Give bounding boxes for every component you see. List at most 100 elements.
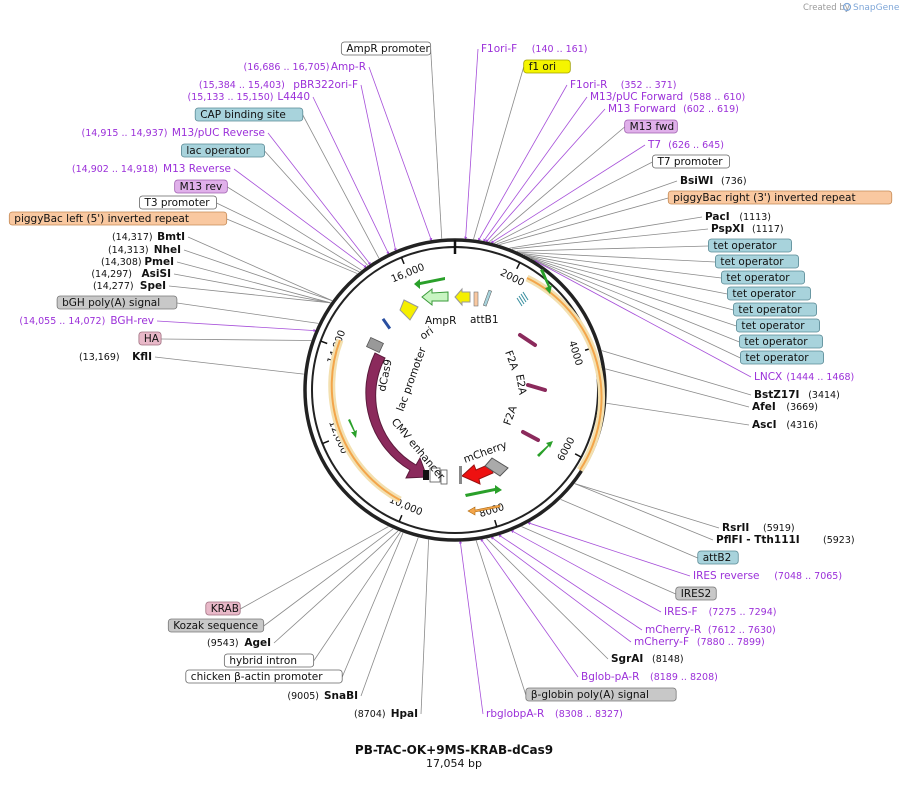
primer-arrows bbox=[348, 255, 553, 497]
leader-line bbox=[606, 402, 750, 426]
label-kfli: (13,169)KflI bbox=[79, 351, 152, 363]
label-pos-bsiwi: (736) bbox=[721, 176, 747, 187]
label-pos-spei: (14,277) bbox=[93, 281, 134, 292]
label-pos-lncx: (1444 .. 1468) bbox=[786, 372, 854, 383]
label-box-tet-operator-8 bbox=[740, 350, 825, 365]
label-t7: T7(626 .. 645) bbox=[647, 139, 724, 151]
leader-line bbox=[154, 356, 304, 375]
label-box-ampr-promoter bbox=[340, 41, 432, 56]
tet-operator-cluster bbox=[516, 291, 529, 307]
leader-line bbox=[302, 114, 380, 259]
label-box-ires2 bbox=[675, 586, 717, 601]
label-text-hpai: HpaI bbox=[391, 708, 418, 720]
tick-16000-label: 16,000 bbox=[390, 262, 427, 285]
label-text-rbglobpa-r: rbglobpA-R bbox=[486, 708, 544, 720]
label-text-t3-promoter: T3 promoter bbox=[143, 197, 210, 209]
label-pos-m13-puc-forward: (588 .. 610) bbox=[690, 92, 746, 103]
label-ha: HA bbox=[138, 331, 162, 346]
label-lncx: LNCX(1444 .. 1468) bbox=[754, 371, 854, 383]
label-sgrai: SgrAI(8148) bbox=[611, 653, 684, 665]
leader-line bbox=[458, 540, 484, 715]
label-pbr322ori-f: (15,384 .. 15,403)pBR322ori-F bbox=[199, 79, 358, 91]
outer-labels: AmpR promoter(16,686 .. 16,705)Amp-R(15,… bbox=[8, 41, 893, 720]
leader-line bbox=[490, 536, 632, 643]
label-tet-operator-7: tet operator bbox=[739, 334, 824, 349]
feature-label-mcherry: mCherry bbox=[462, 439, 509, 466]
label-text-attb2: attB2 bbox=[703, 552, 732, 564]
label-pmei: (14,308)PmeI bbox=[101, 256, 174, 268]
label-pos-paci: (1113) bbox=[739, 212, 771, 223]
feature-label-lac-promoter: lac promoter bbox=[395, 345, 429, 413]
tick-6000-label: 6000 bbox=[556, 436, 578, 464]
leader-line bbox=[534, 260, 752, 378]
label-text-kozak-sequence: Kozak sequence bbox=[173, 620, 258, 632]
leader-line bbox=[488, 126, 625, 243]
ha-tag-block bbox=[366, 336, 384, 354]
label-text-tet-operator-4: tet operator bbox=[732, 288, 796, 300]
leader-line bbox=[574, 483, 720, 529]
label-m13-forward: M13 Forward(602 .. 619) bbox=[608, 103, 739, 115]
leader-line bbox=[420, 539, 430, 715]
label-text-mcherry-r: mCherry-R bbox=[645, 624, 701, 636]
label-hybrid-intron: hybrid intron bbox=[223, 653, 315, 668]
label-text-tet-operator-3: tet operator bbox=[726, 272, 790, 284]
snapgene-logo-icon bbox=[842, 2, 852, 12]
label-text-pflfi: PflFI - Tth111I bbox=[716, 534, 800, 546]
label-text-krab: KRAB bbox=[211, 603, 239, 615]
label-pos-m13-forward: (602 .. 619) bbox=[683, 104, 739, 115]
label-pos-l4440: (15,133 .. 15,150) bbox=[188, 92, 274, 103]
label-box-t7-promoter bbox=[652, 154, 730, 169]
label-ires2: IRES2 bbox=[675, 586, 717, 601]
label-text-bglob-pa-r: Bglob-pA-R bbox=[581, 671, 639, 683]
tick-14000-mark bbox=[320, 340, 328, 345]
label-text-ires-f: IRES-F bbox=[664, 606, 698, 618]
leader-line bbox=[216, 202, 360, 273]
label-box-f1-ori bbox=[523, 59, 571, 74]
label-box-m13-rev bbox=[174, 179, 228, 194]
label-t3-promoter: T3 promoter bbox=[139, 195, 217, 210]
f2a-block-2 bbox=[521, 430, 540, 442]
label-text-tet-operator-7: tet operator bbox=[744, 336, 808, 348]
feature-label-f2a-1: F2A bbox=[502, 349, 520, 373]
label-tet-operator-2: tet operator bbox=[715, 254, 800, 269]
leader-line bbox=[341, 532, 404, 678]
label-bstz17i: BstZ17I(3414) bbox=[754, 389, 840, 401]
label-box-tet-operator-3 bbox=[721, 270, 806, 285]
tick-2000-mark bbox=[516, 262, 521, 270]
label-text-tet-operator-2: tet operator bbox=[720, 256, 784, 268]
label-text-chicken-beta-actin-promoter: chicken β-actin promoter bbox=[191, 671, 323, 683]
label-m13-reverse: (14,902 .. 14,918)M13 Reverse bbox=[72, 163, 231, 175]
label-asisi: (14,297)AsiSI bbox=[91, 268, 171, 280]
lac-operator-block bbox=[381, 317, 392, 330]
leader-line bbox=[263, 528, 394, 627]
label-box-attb2 bbox=[697, 550, 739, 565]
label-text-m13-puc-reverse: M13/pUC Reverse bbox=[172, 127, 265, 139]
label-pos-f1ori-f: (140 .. 161) bbox=[532, 44, 588, 55]
label-text-pmei: PmeI bbox=[144, 256, 174, 268]
kozak-block bbox=[423, 470, 429, 480]
leader-line bbox=[475, 540, 527, 696]
label-pos-ires-reverse: (7048 .. 7065) bbox=[774, 571, 842, 582]
leader-line bbox=[368, 66, 433, 242]
label-pos-mcherry-r: (7612 .. 7630) bbox=[708, 625, 776, 636]
label-pos-hpai: (8704) bbox=[354, 709, 386, 720]
label-text-f1ori-r: F1ori-R bbox=[570, 79, 607, 91]
label-box-tet-operator-6 bbox=[736, 318, 821, 333]
label-ires-reverse: IRES reverse(7048 .. 7065) bbox=[693, 570, 842, 582]
leader-line bbox=[264, 150, 369, 266]
tick-4000-label: 4000 bbox=[566, 340, 584, 368]
chicken-actin-block bbox=[440, 469, 448, 485]
label-pos-asisi: (14,297) bbox=[91, 269, 132, 280]
label-rsrii: RsrII(5919) bbox=[722, 522, 795, 534]
leader-line bbox=[226, 218, 358, 274]
backbone-inner bbox=[311, 246, 599, 534]
tick-6000-mark bbox=[574, 453, 582, 458]
piggybac-right-block bbox=[473, 291, 479, 307]
leader-line bbox=[473, 66, 525, 240]
label-pos-rbglobpa-r: (8308 .. 8327) bbox=[555, 709, 623, 720]
feature-label-e2a: E2A bbox=[513, 373, 529, 396]
label-attb2: attB2 bbox=[697, 550, 739, 565]
feature-label-attb1: attB1 bbox=[470, 314, 499, 326]
label-pos-pbr322ori-f: (15,384 .. 15,403) bbox=[199, 80, 285, 91]
label-box-tet-operator-2 bbox=[715, 254, 800, 269]
